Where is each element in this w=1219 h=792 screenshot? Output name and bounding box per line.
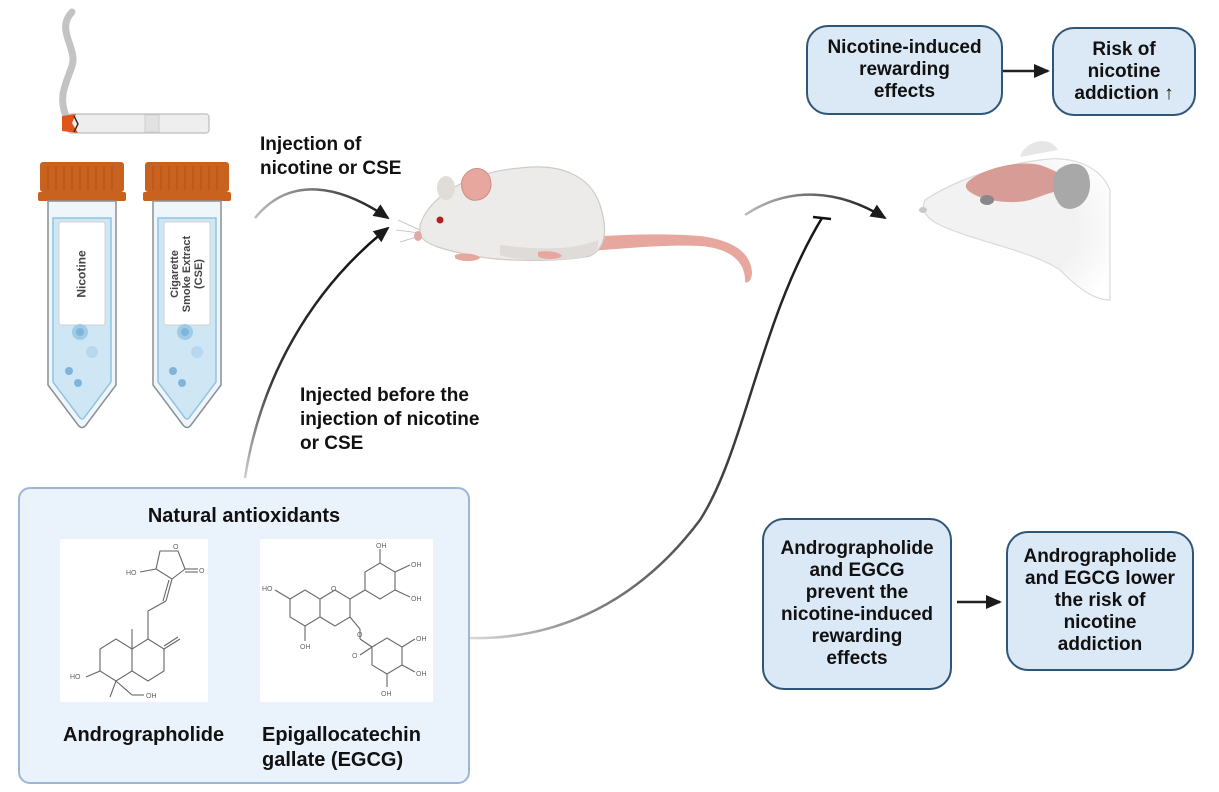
tube-label-text: Nicotine bbox=[75, 249, 89, 298]
addiction-risk-box: Risk of nicotine addiction ↑ bbox=[1052, 27, 1196, 116]
egcg-structure: HO O OH OH OH OH O O OH OH OH bbox=[260, 539, 433, 702]
svg-text:OH: OH bbox=[381, 691, 392, 698]
svg-text:O: O bbox=[173, 544, 179, 551]
svg-text:O: O bbox=[331, 586, 337, 593]
svg-text:O: O bbox=[357, 632, 363, 639]
pretreatment-arrow bbox=[243, 226, 390, 479]
andrographolide-molecule-icon: HO O O HO OH bbox=[70, 544, 205, 700]
egcg-label: Epigallocatechin gallate (EGCG) bbox=[262, 724, 421, 771]
svg-text:HO: HO bbox=[126, 570, 137, 577]
svg-text:O: O bbox=[199, 568, 205, 575]
svg-text:OH: OH bbox=[376, 543, 387, 550]
rewarding-effects-box: Nicotine-induced rewarding effects bbox=[806, 25, 1003, 115]
svg-text:OH: OH bbox=[416, 636, 427, 643]
smoke-icon bbox=[59, 8, 77, 120]
svg-text:OH: OH bbox=[411, 562, 422, 569]
svg-text:OH: OH bbox=[416, 671, 427, 678]
effect-arrow bbox=[744, 193, 887, 220]
prevention-box: Andrographolide and EGCG prevent the nic… bbox=[762, 518, 952, 690]
panel-title: Natural antioxidants bbox=[147, 505, 341, 527]
inhibition-line bbox=[469, 217, 824, 640]
tube-label-nicotine: Nicotine bbox=[59, 222, 105, 325]
svg-text:HO: HO bbox=[262, 586, 273, 593]
mouse-icon bbox=[395, 166, 752, 283]
andrographolide-label: Andrographolide bbox=[63, 724, 225, 746]
svg-text:OH: OH bbox=[146, 693, 157, 700]
svg-text:OH: OH bbox=[411, 596, 422, 603]
svg-text:HO: HO bbox=[70, 674, 81, 681]
antioxidants-panel: Natural antioxidants HO O O HO OH bbox=[18, 487, 470, 784]
tube-label-cse: Cigarette Smoke Extract (CSE) bbox=[164, 222, 210, 325]
nicotine-tube-icon bbox=[38, 162, 126, 429]
injection-arrow bbox=[254, 188, 390, 220]
cigarette-icon bbox=[62, 113, 210, 134]
svg-text:OH: OH bbox=[300, 644, 311, 651]
andrographolide-structure: HO O O HO OH bbox=[60, 539, 208, 702]
pretreatment-label: Injected before the injection of nicotin… bbox=[300, 385, 480, 454]
lowered-risk-box: Andrographolide and EGCG lower the risk … bbox=[1006, 531, 1194, 671]
tube-label-text: Cigarette Smoke Extract (CSE) bbox=[169, 235, 205, 312]
svg-text:O: O bbox=[352, 653, 358, 660]
egcg-molecule-icon: HO O OH OH OH OH O O OH OH OH bbox=[262, 543, 427, 698]
cse-tube-icon bbox=[143, 162, 231, 429]
inhibition-bar bbox=[812, 215, 832, 221]
injection-label: Injection of nicotine or CSE bbox=[260, 134, 402, 179]
mouse-brain-icon bbox=[919, 141, 1111, 301]
